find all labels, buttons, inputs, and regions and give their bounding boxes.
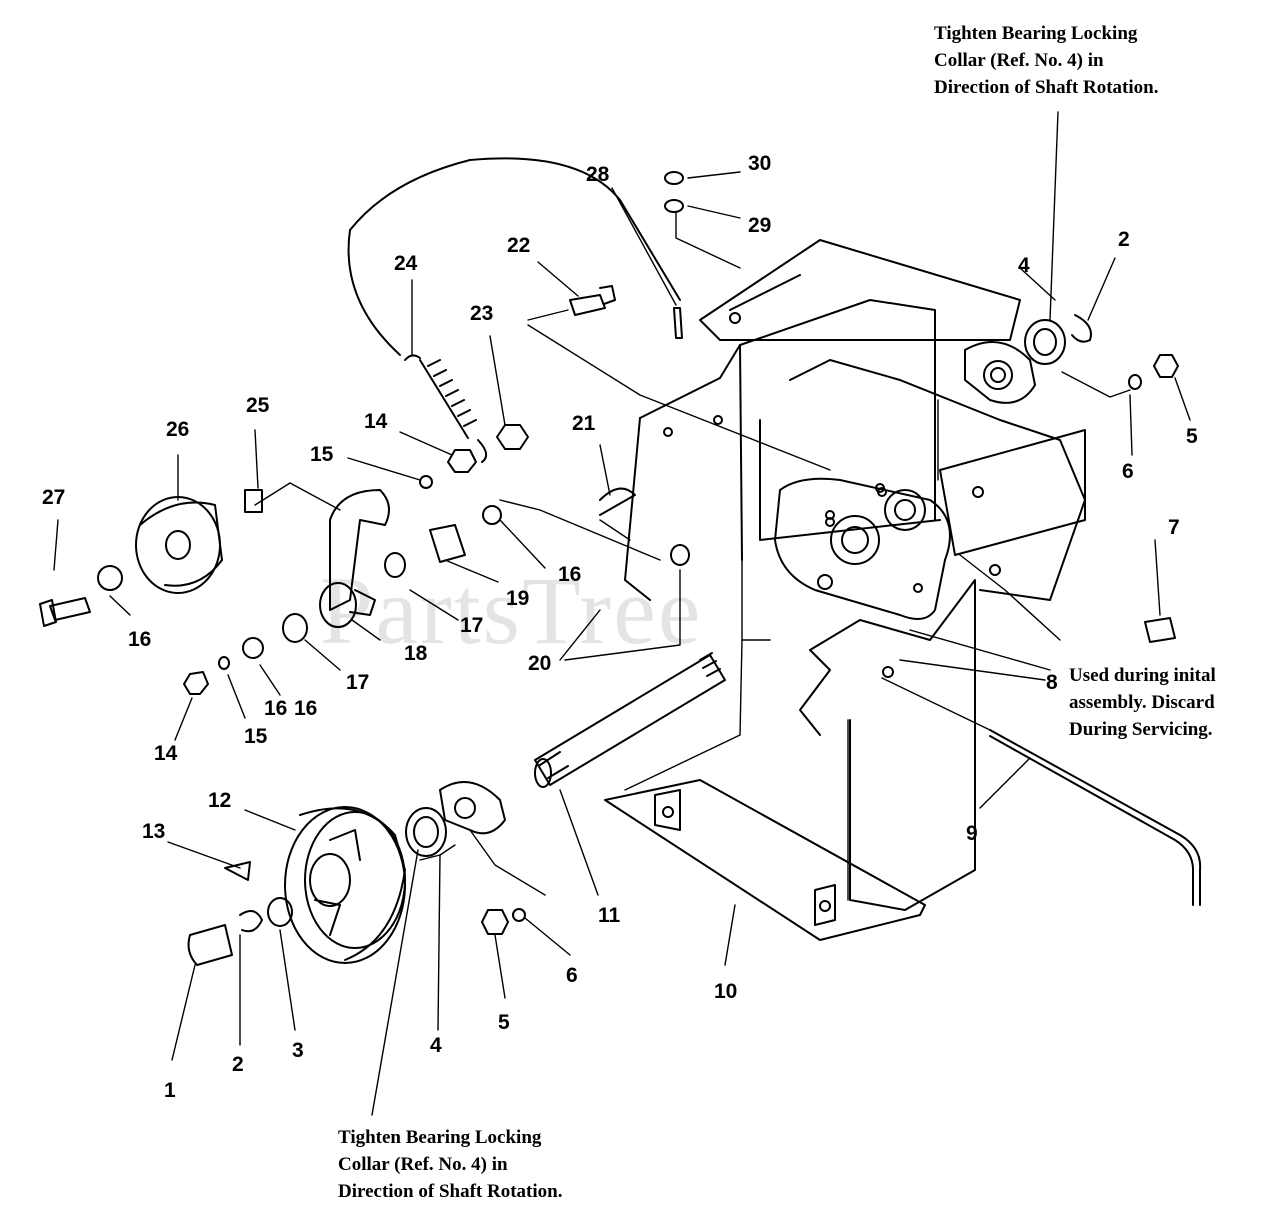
callout-12: 12 — [208, 789, 231, 812]
callout-19: 19 — [506, 587, 529, 610]
callout-5-upper: 5 — [1186, 425, 1198, 448]
note-line: Direction of Shaft Rotation. — [934, 77, 1159, 98]
callout-2-lower: 2 — [232, 1053, 244, 1076]
callout-6-lower: 6 — [566, 964, 578, 987]
callout-8: 8 — [1046, 671, 1058, 694]
callout-15-lower: 15 — [244, 725, 268, 748]
callout-29: 29 — [748, 214, 771, 237]
frame-housing — [624, 239, 1086, 601]
callout-1: 1 — [164, 1079, 176, 1102]
callout-20: 20 — [528, 652, 551, 675]
note-line: Tighten Bearing Locking — [338, 1127, 542, 1148]
callout-10: 10 — [714, 980, 737, 1003]
note-line: Direction of Shaft Rotation. — [338, 1181, 563, 1202]
callout-17-b: 17 — [346, 671, 369, 694]
callout-16-c: 16 — [264, 697, 287, 720]
hex-rod — [989, 729, 1202, 906]
callout-2-upper: 2 — [1118, 228, 1130, 251]
callout-18: 18 — [404, 642, 428, 665]
callout-28: 28 — [586, 163, 610, 186]
callout-16-a: 16 — [558, 563, 581, 586]
callout-7: 7 — [1168, 516, 1180, 539]
note-line: Tighten Bearing Locking — [934, 23, 1138, 44]
callout-11: 11 — [598, 904, 621, 927]
note-right: Used during inital assembly. Discard Dur… — [1069, 662, 1216, 743]
callout-9: 9 — [966, 822, 978, 845]
callout-23: 23 — [470, 302, 493, 325]
callout-22: 22 — [507, 234, 530, 257]
pulley-hardware — [187, 781, 526, 966]
callout-30: 30 — [748, 152, 771, 175]
callout-5-lower: 5 — [498, 1011, 510, 1034]
callout-4-upper: 4 — [1018, 254, 1030, 277]
hardware — [183, 171, 1179, 695]
callout-4-lower: 4 — [430, 1034, 442, 1057]
callout-14-lower: 14 — [154, 742, 178, 765]
note-line: During Servicing. — [1069, 719, 1213, 740]
bearing-plate — [774, 477, 951, 620]
note-line: Collar (Ref. No. 4) in — [338, 1154, 508, 1175]
callout-16-d: 16 — [294, 697, 317, 720]
leader-lines — [53, 111, 1191, 1116]
belt-guard — [604, 779, 926, 941]
callout-15-upper: 15 — [310, 443, 334, 466]
callout-17-a: 17 — [460, 614, 483, 637]
callout-16-b: 16 — [128, 628, 151, 651]
callout-13: 13 — [142, 820, 165, 843]
callout-26: 26 — [166, 418, 189, 441]
note-line: Used during inital — [1069, 665, 1216, 686]
callout-25: 25 — [246, 394, 270, 417]
callout-6-upper: 6 — [1122, 460, 1134, 483]
note-line: assembly. Discard — [1069, 692, 1215, 713]
drive-pulley — [284, 806, 406, 964]
note-bottom-left: Tighten Bearing Locking Collar (Ref. No.… — [338, 1124, 562, 1205]
callout-3: 3 — [292, 1039, 304, 1062]
callout-14-upper: 14 — [364, 410, 388, 433]
callout-labels: 30 28 29 22 24 23 2 4 25 26 14 21 15 5 6… — [42, 152, 1198, 1102]
note-line: Collar (Ref. No. 4) in — [934, 50, 1104, 71]
mounting-bracket — [799, 579, 976, 911]
extension-spring — [347, 157, 681, 463]
bearing-flange-upper — [964, 314, 1092, 404]
drive-shaft — [534, 652, 726, 788]
callout-21: 21 — [572, 412, 596, 435]
callout-27: 27 — [42, 486, 65, 509]
idler-arm — [319, 489, 390, 628]
callout-24: 24 — [394, 252, 418, 275]
note-top-right: Tighten Bearing Locking Collar (Ref. No.… — [934, 20, 1158, 101]
idler-pulley — [39, 496, 223, 627]
